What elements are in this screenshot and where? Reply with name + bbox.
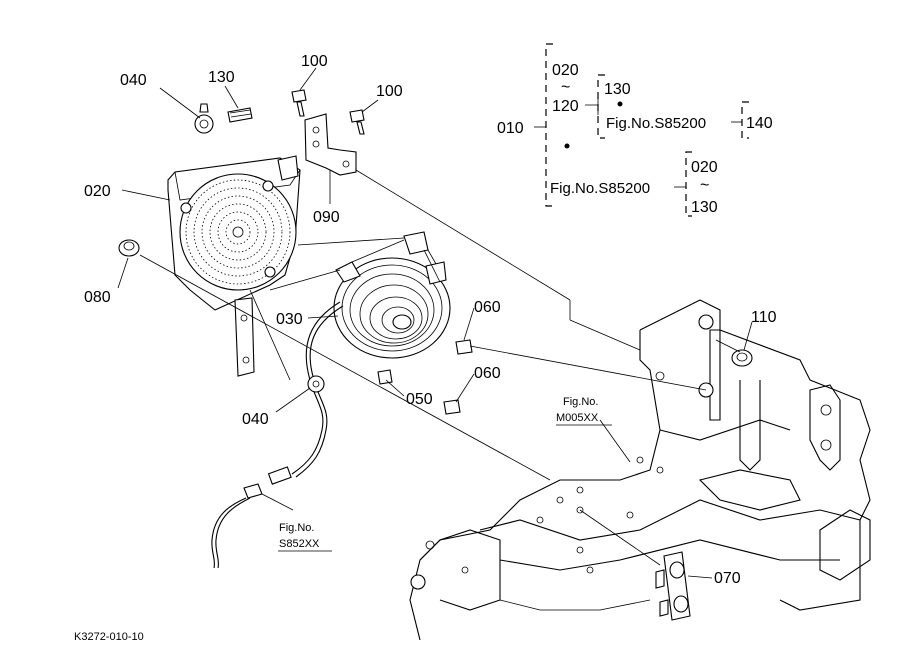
hierarchy-tree bbox=[534, 43, 749, 217]
tree-tilde-2: ~ bbox=[700, 177, 709, 194]
bolt-050 bbox=[377, 369, 393, 385]
bracket-090 bbox=[304, 113, 357, 176]
tree-top-from: 020 bbox=[552, 62, 579, 79]
tree-sub-020: 020 bbox=[691, 159, 718, 176]
bolt-110 bbox=[731, 349, 753, 367]
tree-top-to: 120 bbox=[552, 98, 579, 115]
wire-harness bbox=[211, 301, 344, 569]
tree-140: 140 bbox=[746, 115, 773, 132]
ref-m005-line1: Fig.No. bbox=[563, 396, 598, 408]
ref-m005-line2: M005XX bbox=[556, 412, 599, 424]
ref-s852-line1: Fig.No. bbox=[279, 522, 314, 534]
label-040-bottom: 040 bbox=[242, 411, 269, 428]
label-plate-130 bbox=[227, 107, 253, 123]
frame-assembly bbox=[409, 299, 871, 641]
bolt-060-a bbox=[455, 339, 473, 355]
label-060-a: 060 bbox=[474, 299, 501, 316]
tree-tilde-1: ~ bbox=[561, 79, 570, 96]
label-060-b: 060 bbox=[474, 365, 501, 382]
label-110: 110 bbox=[751, 309, 777, 326]
label-070: 070 bbox=[714, 570, 741, 587]
label-080: 080 bbox=[84, 289, 111, 306]
label-100-b: 100 bbox=[376, 83, 403, 100]
bolt-100-a bbox=[291, 89, 307, 117]
clip-040-top bbox=[194, 103, 214, 134]
shroud-020 bbox=[167, 155, 301, 377]
label-090: 090 bbox=[313, 209, 340, 226]
tree-fig-2: Fig.No.S85200 bbox=[550, 180, 650, 197]
ref-underlines bbox=[278, 424, 612, 552]
bolt-060-b bbox=[443, 399, 461, 415]
label-040-top: 040 bbox=[120, 72, 147, 89]
leader-lines bbox=[117, 67, 753, 579]
tree-sub-130b: 130 bbox=[691, 199, 718, 216]
diagram-code: K3272-010-10 bbox=[74, 631, 144, 643]
label-030: 030 bbox=[276, 311, 303, 328]
label-130: 130 bbox=[208, 69, 235, 86]
label-050: 050 bbox=[406, 391, 433, 408]
fan-030 bbox=[333, 231, 451, 359]
bolt-100-b bbox=[349, 109, 365, 135]
ref-s852-line2: S852XX bbox=[279, 538, 320, 550]
label-020: 020 bbox=[84, 183, 111, 200]
tree-root-010: 010 bbox=[497, 120, 524, 137]
label-100-a: 100 bbox=[301, 53, 328, 70]
tree-fig-1: Fig.No.S85200 bbox=[606, 115, 706, 132]
plate-070 bbox=[655, 551, 691, 621]
tree-sub-130: 130 bbox=[604, 81, 631, 98]
grommet-080 bbox=[118, 239, 140, 257]
